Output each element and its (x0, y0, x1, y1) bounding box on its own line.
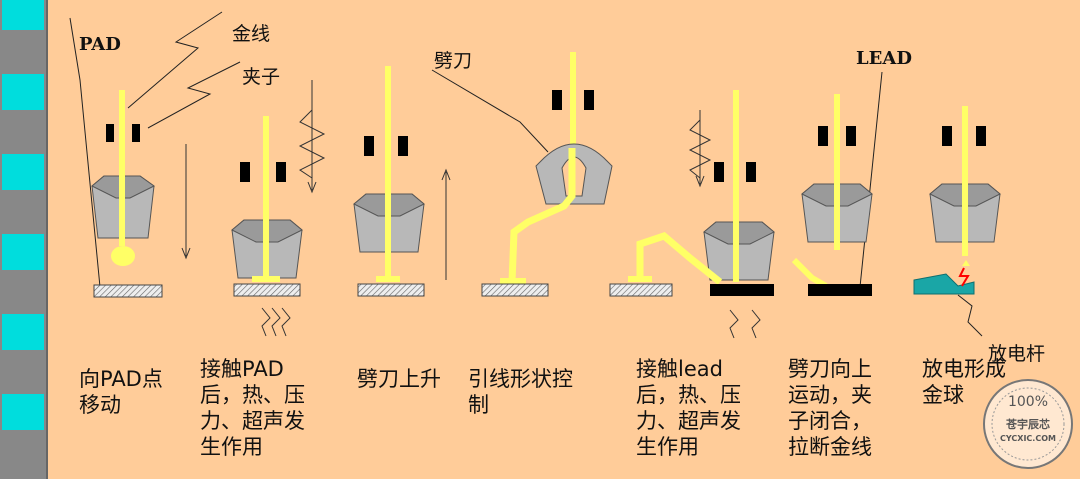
discharge-rod-label: 放电杆 (988, 343, 1046, 365)
step-2-caption: 接触PAD 后，热、压 力、超声发 生作用 (200, 357, 305, 459)
gold-wire-label: 金线 (232, 23, 271, 45)
step-3-caption: 劈刀上升 (357, 367, 441, 391)
watermark-name: 苍宇辰芯 (1006, 418, 1050, 431)
sidebar-stripes (0, 0, 48, 479)
step-1-caption: 向PAD点 移动 (79, 367, 163, 417)
step-2-illustration (231, 80, 326, 337)
clamp-label: 夹子 (242, 66, 281, 88)
watermark-percent: 100% (1007, 394, 1049, 410)
step-6-illustration (791, 94, 873, 296)
step-4-illustration (481, 52, 613, 297)
step-4-caption: 引线形状控 制 (468, 367, 573, 417)
watermark-seal: 100% 苍宇辰芯 CYCXIC.COM (982, 378, 1074, 470)
watermark-site: CYCXIC.COM (1000, 434, 1056, 443)
step-7-caption: 放电形成 金球 (922, 357, 1006, 407)
pad-label: PAD (79, 34, 121, 55)
step-5-caption: 接触lead 后，热、压 力、超声发 生作用 (636, 357, 741, 459)
pointer-lines (69, 11, 983, 337)
step-6-caption: 劈刀向上 运动，夹 子闭合， 拉断金线 (788, 357, 872, 459)
step-5-illustration (609, 90, 775, 339)
step-1-illustration (91, 90, 191, 298)
step-3-illustration (353, 66, 451, 297)
lead-label: LEAD (856, 48, 912, 69)
step-7-illustration (913, 106, 1001, 295)
capillary-label: 劈刀 (434, 50, 473, 72)
